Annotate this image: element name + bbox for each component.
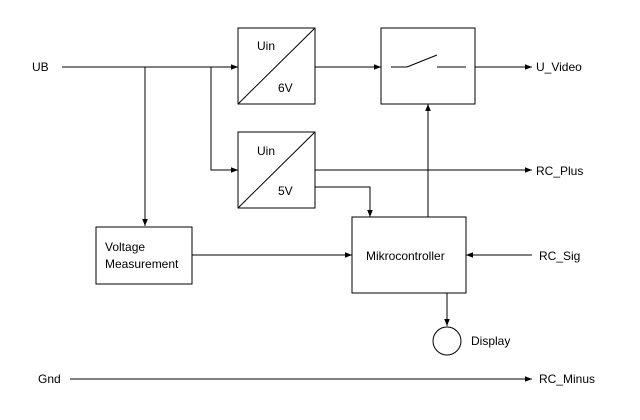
microcontroller-label: Mikrocontroller [366,249,445,263]
ub-label: UB [32,60,49,74]
voltage-measurement-block: Voltage Measurement [95,226,193,285]
voltage-measurement-line1: Voltage [105,240,145,254]
regulator-6v: Uin 6V [237,27,316,105]
regulator-5v-output-label: 5V [278,184,293,198]
rc-plus-label: RC_Plus [536,164,583,178]
display-label: Display [471,334,510,348]
voltage-measurement-line2: Measurement [105,257,179,271]
rc-sig-label: RC_Sig [539,249,580,263]
microcontroller-block: Mikrocontroller [351,216,467,294]
display-circle-icon [432,326,462,356]
5v-to-microcontroller-wire [315,186,373,217]
video-switch [380,27,476,105]
regulator-5v: Uin 5V [237,131,316,209]
regulator-5v-input-label: Uin [257,144,275,158]
u-video-label: U_Video [536,60,582,74]
display-block: Display [432,326,510,356]
regulator-6v-input-label: Uin [257,39,275,53]
regulator-6v-output-label: 6V [278,81,293,95]
gnd-label: Gnd [38,372,61,386]
ub-to-5v-wire [210,67,238,173]
rc-minus-label: RC_Minus [539,372,595,386]
